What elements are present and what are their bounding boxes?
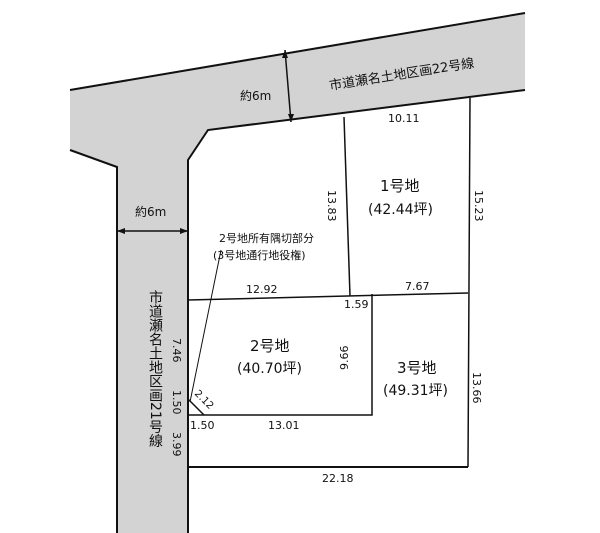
dim-lot2-bottom: 13.01 [268, 419, 300, 432]
west-road-name: 市道瀬名土地区画21号線 [147, 289, 163, 448]
north-road-width-arrow [282, 49, 294, 123]
dim-lot1-left: 13.83 [325, 190, 338, 222]
north-road [70, 13, 525, 533]
lot1-left-line [343, 116, 351, 297]
lot3-name: 3号地 [397, 359, 437, 377]
annotation-leader-line [189, 249, 222, 403]
lot2-name: 2号地 [250, 337, 290, 355]
annotation-line1: 2号地所有隅切部分 [219, 231, 314, 245]
dim-west-399: 3.99 [170, 432, 183, 457]
annotation-line2: (3号地通行地役権) [213, 248, 306, 262]
dim-lot1-top: 10.11 [388, 112, 420, 125]
dim-lot2-right: 9.66 [338, 346, 351, 371]
north-road-upper-edge [69, 12, 526, 91]
west-road-width: 約6m [135, 204, 166, 219]
lot2-right-bottom-line [188, 294, 373, 416]
dim-west-150: 1.50 [170, 390, 183, 415]
lot1-area: (42.44坪) [368, 202, 433, 218]
corner-cut-line [187, 398, 205, 416]
west-road-width-arrow [117, 228, 188, 234]
dim-lot1-bottom: 7.67 [405, 280, 430, 293]
lot1-name: 1号地 [380, 177, 420, 195]
lot1-right-line [467, 97, 471, 468]
dim-lot3-bottom: 22.18 [322, 472, 354, 485]
north-road-width: 約6m [240, 88, 271, 103]
dim-corner-cut-diag: 2.12 [192, 388, 216, 412]
lot3-area: (49.31坪) [383, 383, 448, 399]
dim-lot3-right: 13.66 [470, 372, 483, 404]
dim-lot1-right: 15.23 [472, 190, 485, 222]
road-inner-edge [187, 89, 526, 533]
dim-corner-cut-bottom: 1.50 [190, 419, 215, 432]
dim-west-746: 7.46 [170, 338, 183, 363]
dim-lot2-notch: 1.59 [344, 298, 369, 311]
west-road-outer-edge [69, 149, 118, 533]
lot1-bottom-line [187, 292, 469, 301]
lot2-area: (40.70坪) [237, 361, 302, 377]
dim-lot2-top: 12.92 [246, 283, 278, 296]
